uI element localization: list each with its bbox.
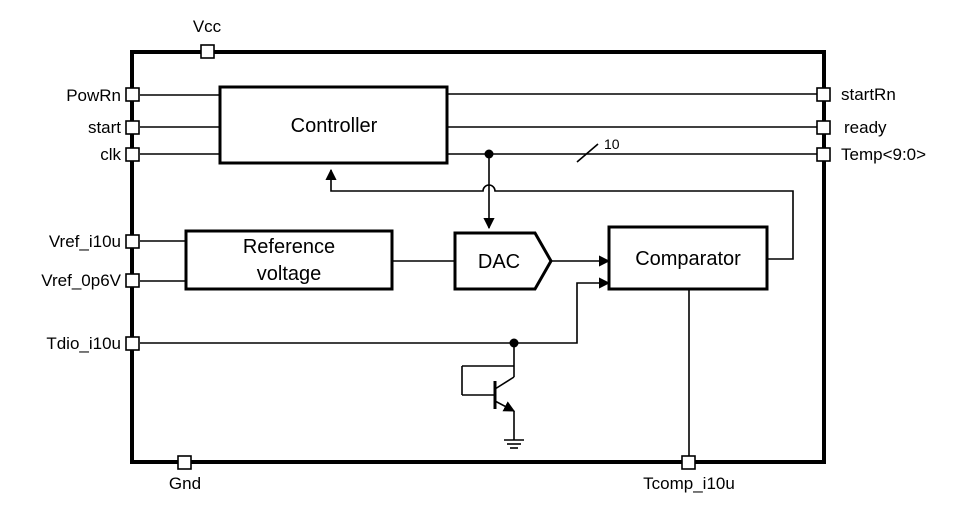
dac-label: DAC (478, 251, 520, 273)
comparator-block (607, 225, 769, 291)
pin-powrn (125, 87, 140, 102)
pin-gnd (177, 455, 192, 470)
wire-tdio-to-comp (140, 277, 611, 344)
junction-bus (484, 149, 494, 159)
reference-voltage-block (184, 229, 394, 291)
pin-tcomp-i10u (681, 455, 696, 470)
reference-label-line2: voltage (257, 263, 322, 285)
label-start: start (88, 118, 121, 137)
label-gnd: Gnd (169, 474, 201, 493)
transistor-icon (461, 343, 524, 449)
pin-ready (816, 120, 831, 135)
reference-label-line1: Reference (243, 236, 335, 258)
label-temp: Temp<9:0> (841, 145, 926, 164)
dac-block (453, 231, 553, 291)
bus-width-label: 10 (604, 136, 620, 152)
pin-temp (816, 147, 831, 162)
pin-start (125, 120, 140, 135)
pins (125, 44, 831, 470)
label-tcomp-i10u: Tcomp_i10u (643, 474, 735, 493)
controller-block (218, 85, 449, 165)
label-vref-i10u: Vref_i10u (49, 232, 121, 251)
pin-vref-0p6v (125, 273, 140, 288)
label-tdio-i10u: Tdio_i10u (46, 334, 121, 353)
label-powrn: PowRn (66, 86, 121, 105)
comparator-label: Comparator (635, 248, 741, 270)
label-startrn: startRn (841, 85, 896, 104)
pin-tdio-i10u (125, 336, 140, 351)
pin-vref-i10u (125, 234, 140, 249)
controller-label: Controller (291, 115, 378, 137)
wire-feedback (325, 168, 794, 260)
chip-border (130, 50, 826, 464)
label-ready: ready (844, 118, 887, 137)
bus-slash (576, 143, 599, 163)
label-clk: clk (100, 145, 121, 164)
pin-startrn (816, 87, 831, 102)
label-vcc: Vcc (193, 17, 222, 36)
wires (140, 93, 817, 456)
pin-vcc (200, 44, 215, 59)
junction-tdio (509, 338, 519, 348)
label-vref-0p6v: Vref_0p6V (41, 271, 121, 290)
pin-clk (125, 147, 140, 162)
